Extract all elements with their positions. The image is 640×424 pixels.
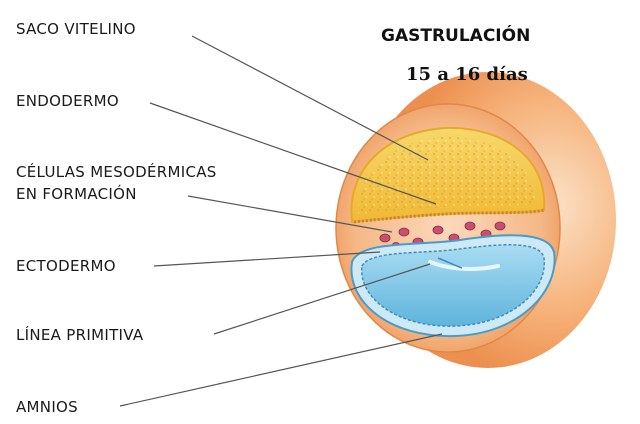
label-celulas-line2: EN FORMACIÓN (16, 185, 137, 203)
label-celulas-line1: CÉLULAS MESODÉRMICAS (16, 163, 217, 181)
leader-line-endodermo (149, 102, 437, 205)
leader-line-celulas (187, 195, 393, 233)
leader-line-linea-primitiva (213, 263, 431, 335)
label-ectodermo: ECTODERMO (16, 257, 116, 275)
diagram-title: GASTRULACIÓN (381, 26, 531, 46)
label-saco-vitelino: SACO VITELINO (16, 20, 136, 38)
amniotic-cavity (350, 234, 556, 338)
label-linea-primitiva: LÍNEA PRIMITIVA (16, 326, 144, 344)
diagram-subtitle: 15 a 16 días (406, 64, 528, 85)
leader-lines (119, 35, 443, 407)
label-amnios: AMNIOS (16, 398, 78, 416)
leader-line-saco-vitelino (191, 35, 429, 161)
yolk-sac (350, 126, 546, 224)
leader-line-ectodermo (153, 251, 381, 267)
leader-line-amnios (119, 333, 443, 407)
label-endodermo: ENDODERMO (16, 92, 119, 110)
